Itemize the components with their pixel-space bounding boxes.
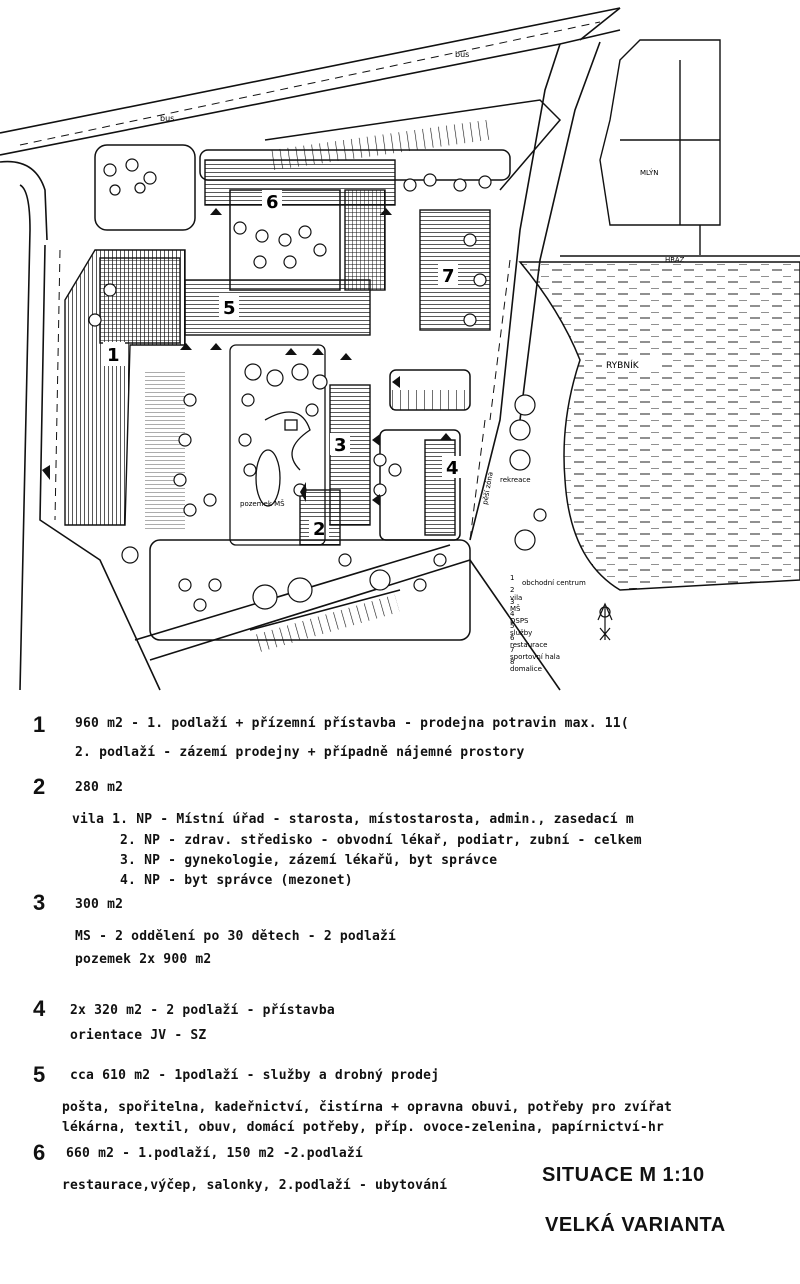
- legend-num: 7: [510, 646, 514, 654]
- parking-bottom: [250, 594, 400, 654]
- note-4-line: orientace JV - SZ: [70, 1028, 207, 1043]
- legend-item: domalice: [510, 665, 542, 673]
- note-1-line: 2. podlaží - zázemí prodejny + případně …: [75, 745, 525, 760]
- building-3-label: 3: [334, 435, 347, 456]
- building-notes: 1 960 m2 - 1. podlaží + přízemní přístav…: [0, 700, 800, 1284]
- note-2-line: 280 m2: [75, 780, 124, 795]
- note-5-line: pošta, spořitelna, kadeřnictví, čistírna…: [62, 1100, 673, 1115]
- kindergarten-yard: [229, 344, 326, 546]
- parking-left: [145, 370, 185, 530]
- road-label: bus: [455, 50, 469, 59]
- north-arrow-icon: [597, 602, 613, 641]
- legend-num: 5: [510, 622, 514, 630]
- pond: [518, 261, 800, 591]
- building-7-label: 7: [442, 266, 455, 287]
- building-2-label: 2: [313, 519, 326, 540]
- note-4-number: 4: [33, 996, 46, 1021]
- note-2-line: vila 1. NP - Místní úřad - starosta, mís…: [72, 812, 634, 827]
- legend-num: 1: [510, 574, 514, 582]
- legend-item: DSPS: [510, 617, 529, 625]
- note-6-line: 660 m2 - 1.podlaží, 150 m2 -2.podlaží: [66, 1146, 363, 1161]
- building-6-label: 6: [266, 192, 279, 213]
- entrance-arrows: [42, 208, 452, 506]
- legend-item: vila: [510, 594, 522, 602]
- plan-title: SITUACE M 1:10: [542, 1164, 705, 1186]
- note-1-number: 1: [33, 712, 46, 737]
- note-3-line: 300 m2: [75, 897, 124, 912]
- note-5-number: 5: [33, 1062, 46, 1087]
- dam-label: HRÁZ: [665, 255, 685, 264]
- legend-num: 2: [510, 586, 514, 594]
- plan-subtitle: VELKÁ VARIANTA: [545, 1214, 726, 1236]
- note-1-line: 960 m2 - 1. podlaží + přízemní přístavba…: [75, 716, 629, 731]
- road-label: bus: [160, 114, 174, 123]
- legend-num: 6: [510, 634, 515, 642]
- recreation-label: rekreace: [500, 476, 531, 484]
- building-5-label: 5: [223, 298, 236, 319]
- green-zone-label: pěší zóna: [481, 471, 495, 505]
- note-2-line: 2. NP - zdrav. středisko - obvodní lékař…: [120, 833, 642, 848]
- buildings: [64, 159, 491, 546]
- building-4-label: 4: [446, 458, 459, 479]
- legend-item: MŠ: [510, 604, 521, 613]
- note-2-line: 4. NP - byt správce (mezonet): [120, 873, 353, 888]
- note-3-number: 3: [33, 890, 46, 915]
- parking-top: [269, 119, 491, 171]
- legend-num: 4: [510, 610, 515, 618]
- note-2-line: 3. NP - gynekologie, zázemí lékařů, byt …: [120, 853, 498, 868]
- mill-label: MLÝN: [640, 168, 659, 177]
- plan-legend: 1 obchodní centrum 2 vila 3 MŠ 4 DSPS 5 …: [510, 574, 586, 673]
- pond-label: RYBNÍK: [606, 359, 640, 371]
- legend-num: 3: [510, 598, 514, 606]
- legend-item: obchodní centrum: [522, 579, 586, 587]
- note-6-number: 6: [33, 1140, 46, 1165]
- note-2-number: 2: [33, 774, 46, 799]
- school-plot-label: pozemek MŠ: [240, 499, 285, 508]
- note-5-line: cca 610 m2 - 1podlaží - služby a drobný …: [70, 1068, 440, 1083]
- parking-right: [385, 390, 465, 410]
- site-plan: bus bus MLÝN HRÁZ RYBNÍK: [0, 7, 800, 691]
- road-network: [0, 7, 621, 691]
- note-3-line: MŠ - 2 oddělení po 30 dětech - 2 podlaží: [75, 929, 397, 944]
- legend-item: restaurace: [510, 641, 547, 649]
- legend-item: služby: [510, 629, 532, 637]
- note-5-line: lékárna, textil, obuv, domácí potřeby, p…: [62, 1120, 664, 1135]
- legend-item: sportovní hala: [510, 653, 560, 661]
- legend-num: 8: [510, 658, 514, 666]
- mill-building: [560, 39, 800, 257]
- note-6-line: restaurace,výčep, salonky, 2.podlaží - u…: [62, 1178, 448, 1193]
- note-4-line: 2x 320 m2 - 2 podlaží - přístavba: [70, 1003, 335, 1018]
- note-3-line: pozemek 2x 900 m2: [75, 952, 212, 967]
- road-dashes: [19, 21, 601, 541]
- building-1-label: 1: [107, 345, 120, 366]
- trees: [88, 158, 547, 612]
